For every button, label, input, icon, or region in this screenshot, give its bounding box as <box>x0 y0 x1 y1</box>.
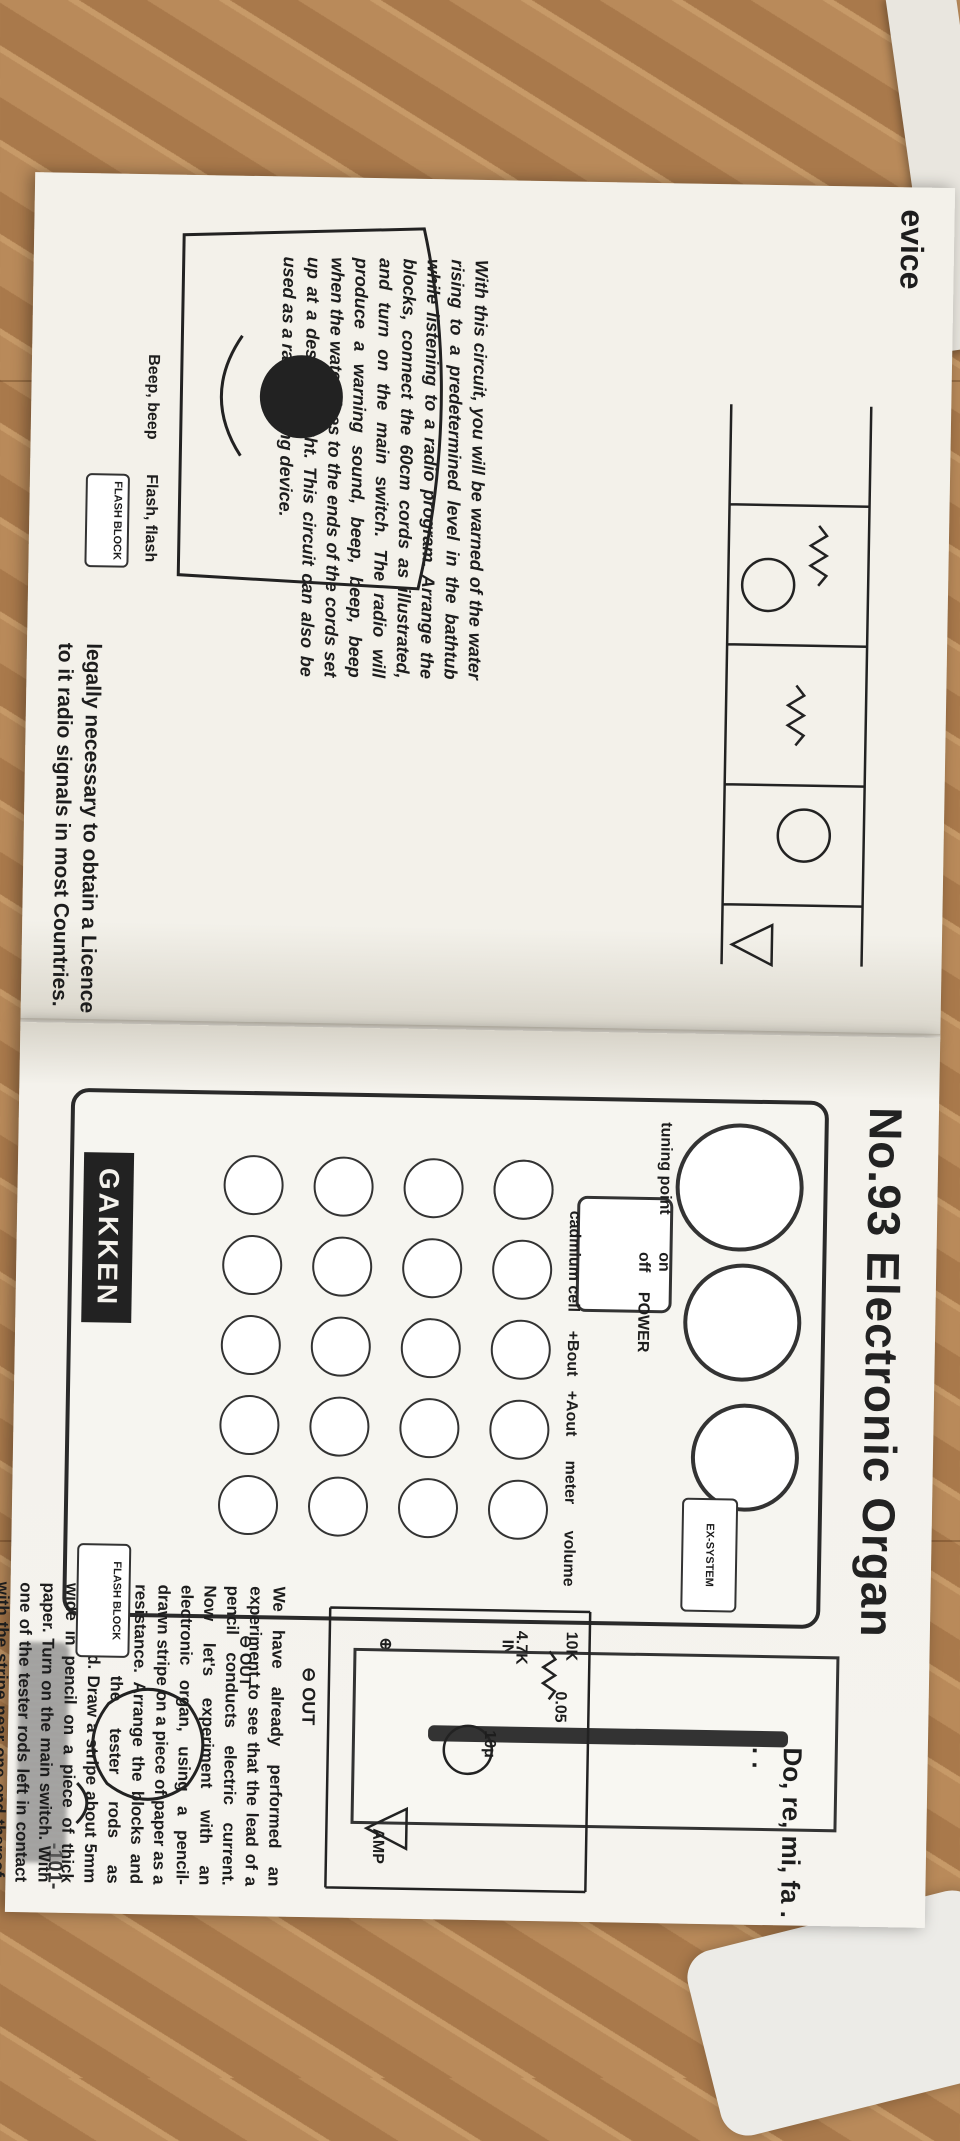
off-label: off <box>635 1251 653 1273</box>
singer-illustration <box>75 1038 941 1928</box>
block-cell <box>403 1157 465 1219</box>
circuit-label-amp: AMP <box>368 1828 387 1865</box>
circuit-label-10k: 10K <box>562 1631 580 1662</box>
licence-note: legally necessary to obtain a Licence to… <box>47 642 106 1014</box>
block-cell <box>218 1394 280 1456</box>
block-cell <box>493 1159 555 1221</box>
tuning-point-label: tuning point <box>656 1122 675 1215</box>
gakken-logo: GAKKEN <box>81 1152 135 1323</box>
block-cell <box>488 1399 550 1461</box>
do-re-mi-label: Do, re, mi, fa . . . <box>746 1746 808 1919</box>
organ-circuit-diagram: 10K 0.05 4.7K 10μ AMP <box>324 1038 941 1928</box>
bathtub-illustration <box>176 188 955 1038</box>
block-cell <box>398 1397 460 1459</box>
block-cell <box>307 1476 369 1538</box>
volume-knob-icon <box>682 1262 803 1383</box>
block-cell <box>400 1317 462 1379</box>
cadmium-cell-label: cadmium cell <box>564 1210 584 1313</box>
circuit-label-47k: 4.7K <box>512 1630 530 1665</box>
page-title: No.93 Electronic Organ <box>850 1106 913 1639</box>
block-cell <box>490 1319 552 1381</box>
block-cell <box>310 1316 372 1378</box>
block-cell <box>487 1479 549 1541</box>
block-cell <box>223 1154 285 1216</box>
power-label: POWER <box>633 1291 652 1353</box>
block-cell <box>491 1239 553 1301</box>
block-grid <box>127 1153 555 1560</box>
flash-block-left: FLASH BLOCK <box>84 473 131 568</box>
aout-label: +Aout <box>562 1390 581 1437</box>
left-circuit-diagram <box>720 188 955 1038</box>
speaker-icon <box>674 1122 805 1253</box>
ex-system-badge: EX-SYSTEM <box>680 1497 739 1613</box>
circuit-label-10u: 10μ <box>480 1730 499 1759</box>
flash-label: Flash, flash <box>141 474 160 563</box>
kit-panel-illustration: EX-SYSTEM tuning point on off POWER cadm… <box>62 1087 830 1696</box>
block-cell <box>401 1237 463 1299</box>
block-cell <box>220 1314 282 1376</box>
beep-label: Beep, beep <box>143 354 163 440</box>
circuit-label-005: 0.05 <box>551 1691 569 1723</box>
right-page: No.93 Electronic Organ -101- EX-SYSTEM t… <box>0 1021 941 1928</box>
left-page-title: evice <box>893 209 931 290</box>
on-label: on <box>655 1252 673 1272</box>
left-page: evice With this circuit, you will be war… <box>20 172 956 1039</box>
flash-block-right: FLASH BLOCK <box>75 1543 132 1658</box>
block-cell <box>217 1474 279 1536</box>
block-cell <box>221 1234 283 1296</box>
volume-label: volume <box>559 1530 578 1587</box>
block-cell <box>397 1477 459 1539</box>
block-cell <box>313 1156 375 1218</box>
bout-label: +Bout <box>563 1330 582 1377</box>
meter-label: meter <box>561 1460 579 1505</box>
tuning-dial-icon <box>689 1402 800 1513</box>
block-cell <box>311 1236 373 1298</box>
open-book: evice With this circuit, you will be war… <box>0 172 956 1928</box>
block-cell <box>308 1396 370 1458</box>
